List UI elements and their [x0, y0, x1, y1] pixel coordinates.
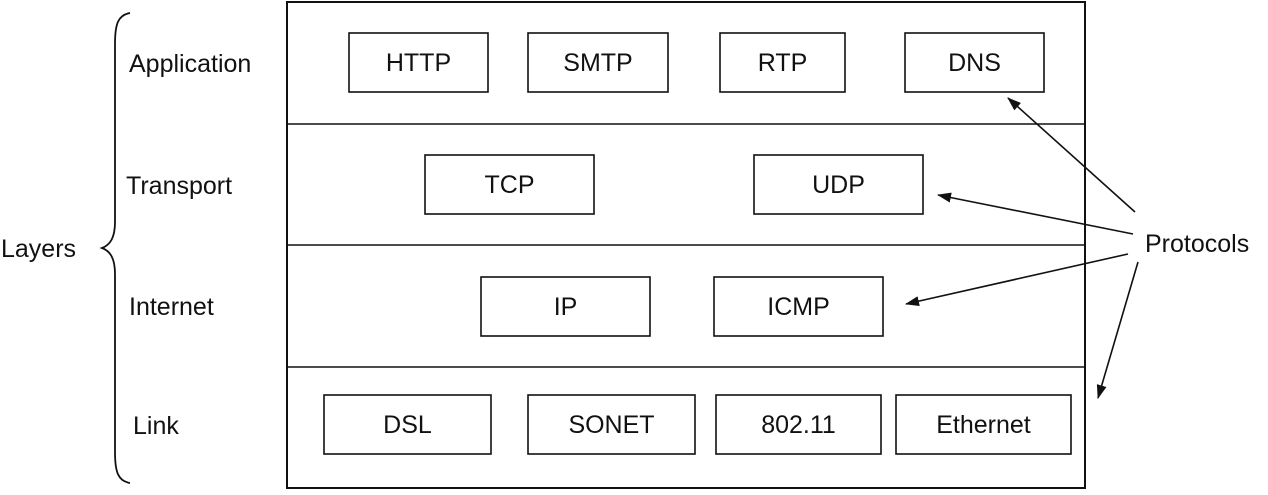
protocol-box-sonet: SONET: [527, 394, 696, 455]
protocol-box-802-11: 802.11: [715, 394, 882, 455]
protocol-box-icmp: ICMP: [713, 276, 884, 337]
arrow-to-dns: [1007, 97, 1136, 213]
svg-text:IP: IP: [554, 293, 578, 321]
svg-text:DSL: DSL: [383, 411, 432, 439]
protocol-box-http: HTTP: [348, 32, 489, 93]
svg-text:ICMP: ICMP: [767, 293, 830, 321]
protocol-box-tcp: TCP: [424, 154, 595, 215]
arrow-to-udp: [937, 192, 1134, 235]
layer-label-transport: Transport: [126, 172, 232, 200]
protocol-box-dsl: DSL: [323, 394, 492, 455]
protocol-box-rtp: RTP: [719, 32, 846, 93]
arrow-to-link-layer: [1096, 261, 1139, 399]
svg-text:HTTP: HTTP: [386, 49, 451, 77]
svg-text:TCP: TCP: [485, 171, 535, 199]
svg-text:SMTP: SMTP: [563, 49, 632, 77]
svg-text:RTP: RTP: [758, 49, 808, 77]
svg-text:SONET: SONET: [568, 411, 654, 439]
protocols-label: Protocols: [1145, 230, 1249, 258]
svg-text:UDP: UDP: [812, 171, 865, 199]
layer-label-application: Application: [129, 50, 251, 78]
protocol-box-ip: IP: [480, 276, 651, 337]
svg-text:DNS: DNS: [948, 49, 1001, 77]
svg-text:802.11: 802.11: [761, 411, 836, 439]
layers-label: Layers: [1, 235, 76, 263]
protocol-box-ethernet: Ethernet: [895, 394, 1072, 455]
svg-text:Ethernet: Ethernet: [936, 411, 1031, 439]
layers-brace: [99, 12, 131, 484]
arrow-to-icmp: [905, 253, 1129, 307]
protocol-box-dns: DNS: [904, 32, 1045, 93]
layer-label-internet: Internet: [129, 293, 214, 321]
protocol-box-smtp: SMTP: [527, 32, 669, 93]
layer-label-link: Link: [133, 412, 179, 440]
protocol-box-udp: UDP: [753, 154, 924, 215]
